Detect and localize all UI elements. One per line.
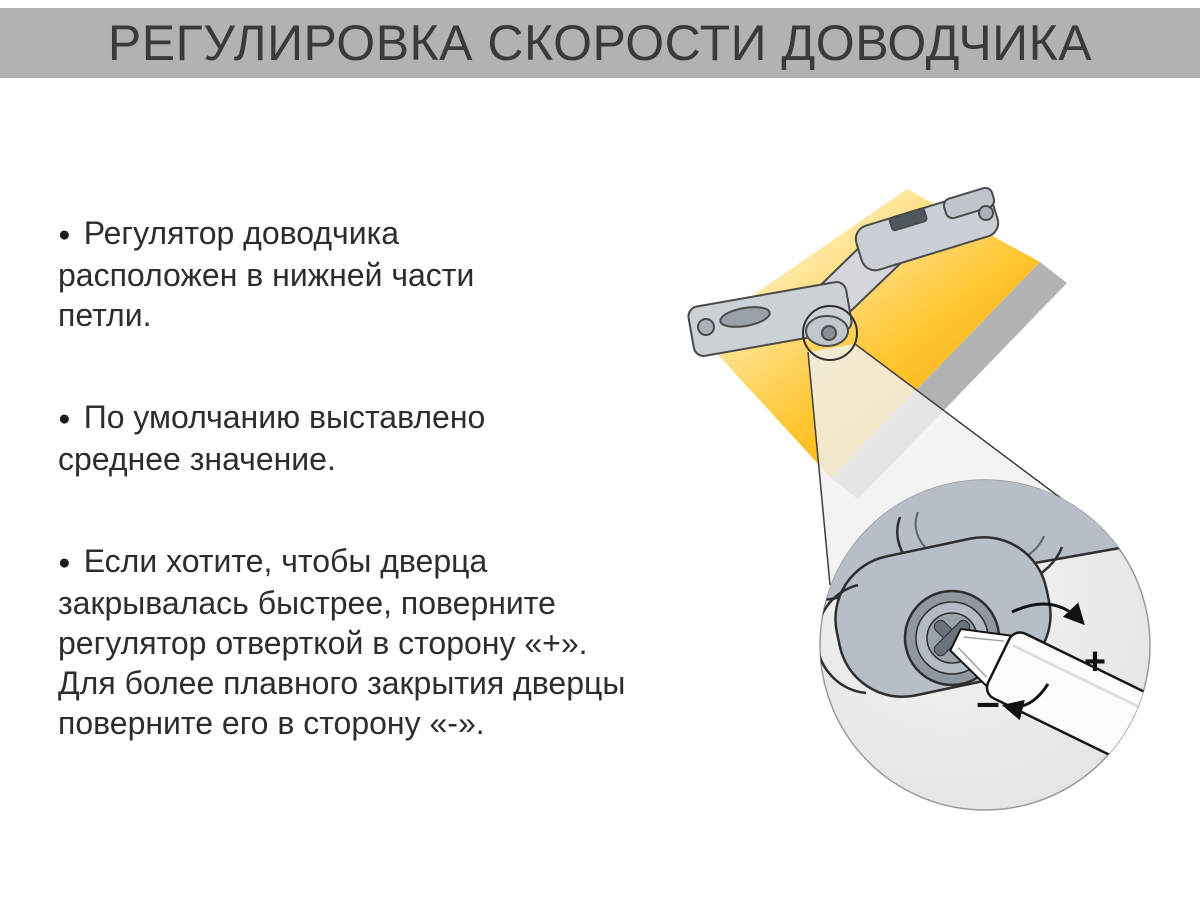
closeup-boss: [834, 535, 1052, 699]
hinge-logo-plate: [888, 207, 928, 232]
minus-rotation-arrow: [1001, 683, 1050, 721]
screwdriver-tip: [949, 627, 1013, 688]
page-title: РЕГУЛИРОВКА СКОРОСТИ ДОВОДЧИКА: [107, 15, 1093, 71]
panel-corner-closeup: [1030, 482, 1150, 562]
instructions-list: ●Регулятор доводчика расположен в нижней…: [58, 213, 798, 805]
detail-source-circle: [802, 305, 858, 361]
panel-edge: [831, 262, 1067, 499]
zoom-circle-background: [819, 479, 1151, 811]
list-item: ●По умолчанию выставлено среднее значени…: [58, 397, 798, 479]
regulator-screw-small: [821, 325, 837, 341]
closeup-arm: [820, 480, 1150, 602]
closeup-arch-inner: [914, 511, 1045, 570]
screwdriver: [949, 627, 1150, 796]
zoom-cone: [807, 343, 1103, 586]
list-item: ●Регулятор доводчика расположен в нижней…: [58, 213, 798, 335]
zoom-circle: + –: [819, 479, 1151, 811]
screwdriver-shaft: [985, 631, 1150, 796]
bullet-text: Если хотите, чтобы дверца закрывалась бы…: [58, 543, 626, 741]
adjustment-screw: [903, 589, 1001, 687]
list-item: ●Если хотите, чтобы дверца закрывалась б…: [58, 541, 798, 743]
bullet-text: Регулятор доводчика расположен в нижней …: [58, 215, 475, 333]
regulator-boss: [805, 315, 849, 347]
closeup-arch: [896, 516, 1064, 593]
hinge-arm: [794, 236, 907, 330]
hinge-top-tab: [942, 186, 996, 220]
minus-label: –: [976, 678, 999, 725]
plus-rotation-arrow: [1011, 602, 1085, 626]
spring-star-detail: [961, 545, 999, 585]
bullet-text: По умолчанию выставлено среднее значение…: [58, 399, 486, 477]
bullet-icon: ●: [58, 551, 71, 574]
hinge-body: [854, 190, 1000, 272]
cup-edge-arc: [820, 583, 867, 695]
bullet-icon: ●: [58, 407, 71, 430]
bullet-icon: ●: [58, 223, 71, 246]
title-bar: РЕГУЛИРОВКА СКОРОСТИ ДОВОДЧИКА: [0, 8, 1200, 78]
hinge-closeup: + –: [820, 480, 1150, 796]
hinge-pin: [978, 205, 994, 221]
plus-label: +: [1084, 641, 1106, 683]
